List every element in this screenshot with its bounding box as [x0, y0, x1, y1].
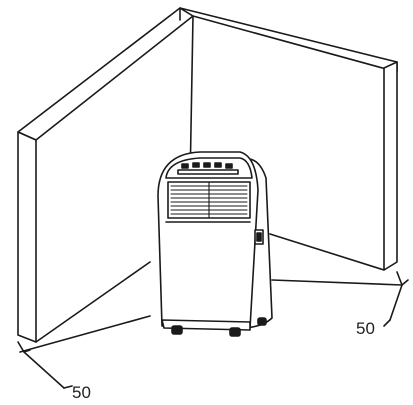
left-wall	[17, 7, 194, 343]
air-conditioner-unit	[157, 151, 273, 337]
right-dimension	[383, 271, 409, 327]
front-left-dimension	[17, 341, 73, 389]
right-clearance-label: 50	[356, 319, 375, 338]
front-left-clearance-label: 50	[72, 383, 91, 402]
back-wall	[179, 7, 398, 271]
floor-lines	[19, 279, 403, 353]
